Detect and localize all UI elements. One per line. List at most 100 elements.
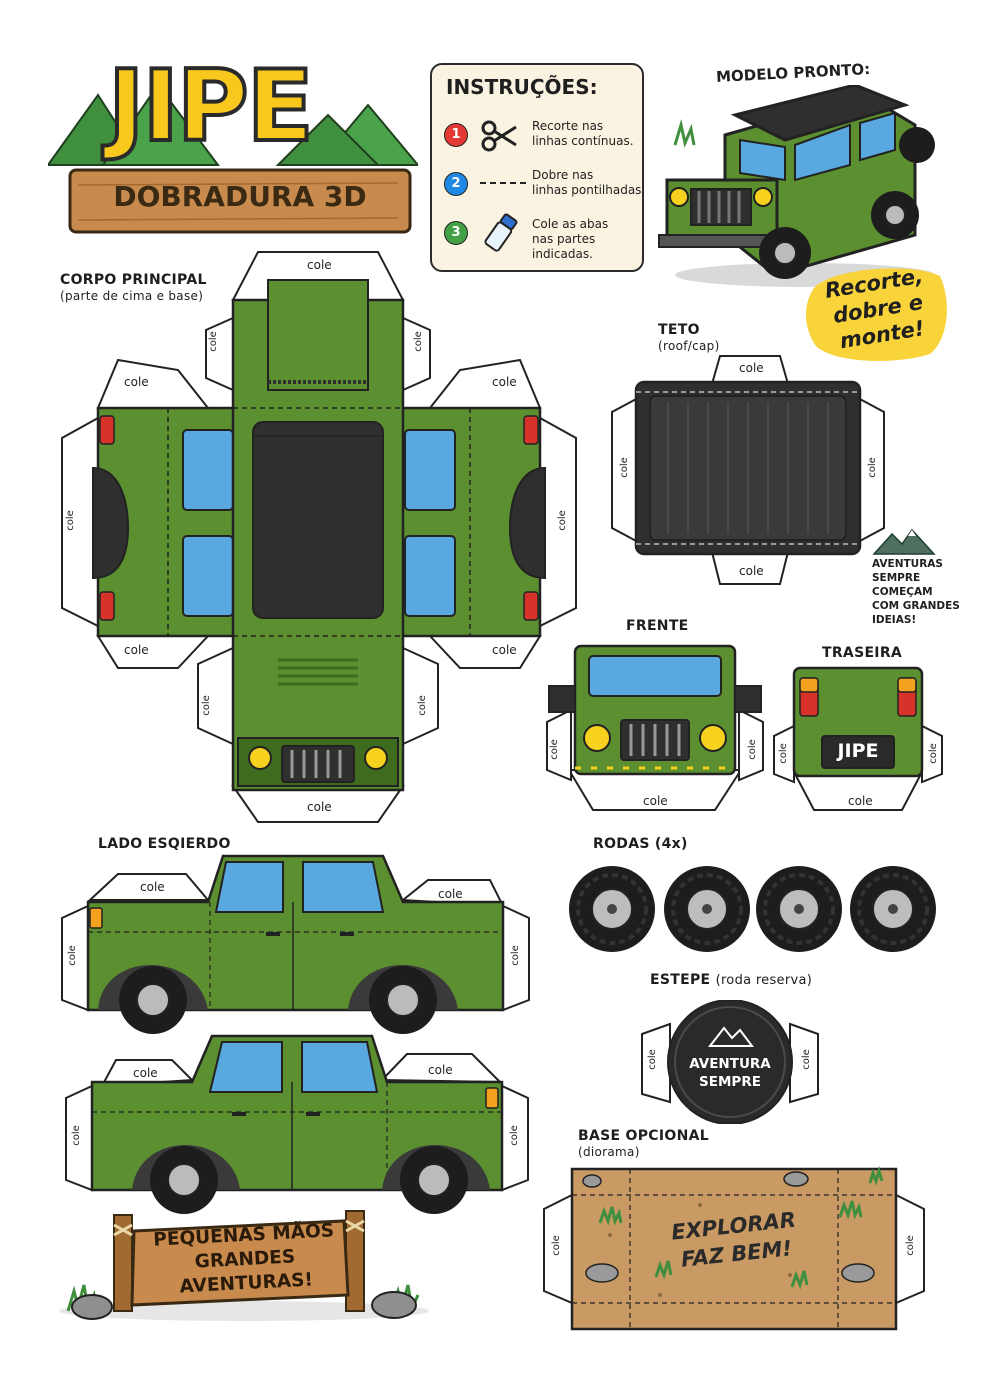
roof-sub: (roof/cap) bbox=[658, 339, 720, 353]
tab-label: cole bbox=[777, 743, 789, 764]
base-label: BASE OPCIONAL bbox=[578, 1128, 709, 1144]
right-side-net bbox=[65, 1034, 529, 1214]
callout-sticker bbox=[806, 268, 947, 361]
tab-label: cole bbox=[492, 643, 517, 657]
tab-label: cole bbox=[800, 1049, 812, 1070]
tab-label: cole bbox=[746, 739, 758, 760]
section-label-roof: TETO (roof/cap) bbox=[658, 322, 720, 353]
tab-label: cole bbox=[739, 361, 764, 375]
spare-label: ESTEPE bbox=[650, 972, 711, 988]
tab-label: cole bbox=[428, 1063, 453, 1077]
instructions-title: INSTRUÇÕES: bbox=[446, 75, 598, 99]
left-side-label: LADO ESQIERDO bbox=[98, 836, 231, 852]
header-logo bbox=[48, 83, 418, 234]
mountain-icon bbox=[872, 528, 936, 555]
tab-label: cole bbox=[307, 800, 332, 814]
tab-label: cole bbox=[133, 1066, 158, 1080]
tab-label: cole bbox=[866, 457, 878, 478]
glue-stick-icon bbox=[484, 213, 518, 252]
section-label-spare: ESTEPE (roda reserva) bbox=[650, 972, 812, 988]
instruction-step-2: 2 Dobre nas linhas pontilhadas. bbox=[444, 168, 645, 208]
tab-label: cole bbox=[550, 1235, 562, 1256]
rear-label: TRASEIRA bbox=[822, 645, 903, 661]
tab-label: cole bbox=[124, 375, 149, 389]
tab-label: cole bbox=[70, 1125, 82, 1146]
step-text-line2: nas partes indicadas. bbox=[532, 232, 596, 261]
motto-text: AVENTURAS SEMPRE COMEÇAM COM GRANDES IDE… bbox=[872, 557, 960, 627]
front-net bbox=[546, 644, 764, 811]
finished-jeep-illustration bbox=[658, 85, 935, 287]
tab-label: cole bbox=[412, 331, 424, 352]
motto-line3: COMEÇAM bbox=[872, 586, 933, 598]
tab-label: cole bbox=[739, 564, 764, 578]
tab-label: cole bbox=[646, 1049, 658, 1070]
step-text-line1: Recorte nas bbox=[532, 119, 604, 133]
main-body-net bbox=[61, 251, 577, 823]
tab-label: cole bbox=[927, 743, 939, 764]
instructions-panel: INSTRUÇÕES: 1 Recorte nas linhas contínu… bbox=[430, 63, 645, 272]
step-text-line2: linhas contínuas. bbox=[532, 134, 634, 148]
step-number: 3 bbox=[444, 221, 468, 245]
roof-net bbox=[611, 355, 885, 585]
sign-text: PEQUENAS MÃOS GRANDES AVENTURAS! bbox=[138, 1219, 351, 1302]
motto-line2: SEMPRE bbox=[872, 572, 921, 584]
wheel-2 bbox=[664, 866, 750, 952]
tab-label: cole bbox=[508, 1125, 520, 1146]
section-label-left-side: LADO ESQIERDO bbox=[98, 836, 231, 852]
tab-label: cole bbox=[64, 510, 76, 531]
body-sub: (parte de cima e base) bbox=[60, 289, 204, 303]
instruction-step-3: 3 Cole as abas nas partes indicadas. bbox=[444, 213, 634, 261]
rear-net bbox=[773, 666, 943, 811]
motto-line1: AVENTURAS bbox=[872, 558, 943, 570]
tab-label: cole bbox=[548, 739, 560, 760]
tab-label: cole bbox=[643, 794, 668, 808]
tab-label: cole bbox=[509, 945, 521, 966]
section-label-body: CORPO PRINCIPAL (parte de cima e base) bbox=[60, 272, 207, 303]
left-side-net bbox=[61, 854, 530, 1034]
scissors-icon bbox=[481, 120, 517, 152]
front-label: FRENTE bbox=[626, 618, 689, 634]
sign-line2: GRANDES bbox=[194, 1246, 296, 1273]
tab-label: cole bbox=[124, 643, 149, 657]
section-label-rear: TRASEIRA bbox=[822, 645, 902, 661]
tab-label: cole bbox=[200, 695, 212, 716]
tab-label: cole bbox=[904, 1235, 916, 1256]
tab-label: cole bbox=[438, 887, 463, 901]
sign-line3: AVENTURAS! bbox=[179, 1269, 314, 1298]
tab-label: cole bbox=[556, 510, 568, 531]
tab-label: cole bbox=[140, 880, 165, 894]
wheel-4 bbox=[850, 866, 936, 952]
tab-label: cole bbox=[307, 258, 332, 272]
base-sub: (diorama) bbox=[578, 1145, 640, 1159]
section-label-base: BASE OPCIONAL (diorama) bbox=[578, 1128, 709, 1159]
motto-line4: COM GRANDES bbox=[872, 600, 960, 612]
step-text-line1: Cole as abas bbox=[532, 217, 609, 231]
wheel-3 bbox=[756, 866, 842, 952]
step-number: 1 bbox=[444, 123, 468, 147]
tab-label: cole bbox=[492, 375, 517, 389]
spare-wheel-net bbox=[641, 1000, 819, 1124]
spare-sub: (roda reserva) bbox=[715, 973, 813, 988]
step-text-line2: linhas pontilhadas. bbox=[532, 183, 646, 197]
tab-label: cole bbox=[66, 945, 78, 966]
base-net bbox=[543, 1165, 925, 1331]
tab-label: cole bbox=[207, 331, 219, 352]
section-label-front: FRENTE bbox=[626, 618, 689, 634]
adventure-sign bbox=[59, 1210, 429, 1321]
tab-label: cole bbox=[618, 457, 630, 478]
body-label: CORPO PRINCIPAL bbox=[60, 272, 207, 288]
model-label: MODELO PRONTO: bbox=[715, 59, 871, 87]
roof-label: TETO bbox=[658, 322, 700, 338]
tab-label: cole bbox=[848, 794, 873, 808]
spare-line2: SEMPRE bbox=[699, 1074, 761, 1090]
instruction-step-1: 1 Recorte nas linhas contínuas. bbox=[444, 119, 634, 159]
dashed-line-icon bbox=[480, 182, 526, 184]
wheels-label: RODAS (4x) bbox=[593, 836, 688, 852]
header-title: JIPE bbox=[106, 50, 316, 164]
motto-line5: IDEIAS! bbox=[872, 614, 917, 626]
section-label-wheels: RODAS (4x) bbox=[593, 836, 688, 852]
wheel-1 bbox=[569, 866, 655, 952]
step-text-line1: Dobre nas bbox=[532, 168, 594, 182]
step-number: 2 bbox=[444, 172, 468, 196]
spare-text: AVENTURA SEMPRE bbox=[670, 1055, 790, 1091]
